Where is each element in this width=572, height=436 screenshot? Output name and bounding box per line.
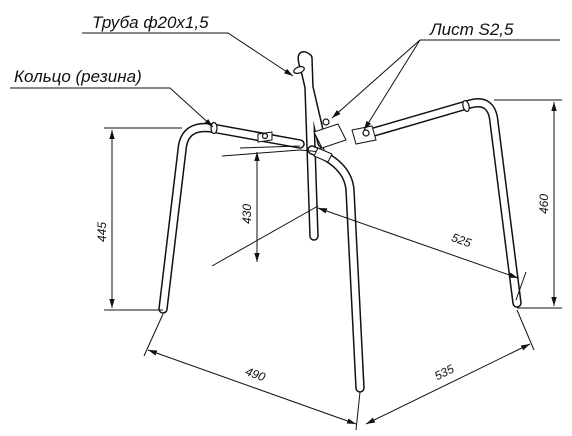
dim-height-right: 460 xyxy=(537,194,551,214)
ring-label: Кольцо (резина) xyxy=(14,67,142,86)
dim-height-center: 430 xyxy=(240,204,254,224)
sheet-leader-2 xyxy=(363,39,421,131)
ring-left xyxy=(210,121,218,135)
ext-490-left xyxy=(143,313,164,357)
ext-525-right xyxy=(515,271,527,301)
ext-535-right xyxy=(516,309,535,351)
callout-leaders xyxy=(10,32,560,131)
tube-label-underline xyxy=(82,32,294,77)
right-leg-tube-inner xyxy=(356,99,521,307)
lower-cross-bar xyxy=(221,149,323,157)
dim-diag-top: 525 xyxy=(450,230,474,250)
ext-490-right xyxy=(355,391,361,431)
dim-front-left: 490 xyxy=(244,364,268,384)
dim-height-left: 445 xyxy=(95,222,109,242)
dimline-525 xyxy=(317,207,519,279)
sheet-label: Лист S2,5 xyxy=(429,20,514,39)
left-leg-tube-inner xyxy=(159,124,304,313)
dim-front-right: 535 xyxy=(432,362,456,384)
dimline-535 xyxy=(365,343,531,425)
plate-center xyxy=(313,123,347,149)
ring-back xyxy=(293,66,305,74)
bolt-center xyxy=(322,118,330,126)
ring-right xyxy=(462,100,470,112)
ring-label-underline xyxy=(10,87,214,128)
ext-430-top xyxy=(239,145,301,149)
ext-430-bottom xyxy=(211,205,319,267)
back-leg-tube-inner xyxy=(298,52,326,240)
bolt-right xyxy=(362,129,370,137)
bolt-left xyxy=(261,132,269,140)
dimline-490 xyxy=(147,349,357,425)
dimension-lines xyxy=(104,99,562,431)
steel-plates xyxy=(257,118,377,163)
plate-front xyxy=(313,147,333,163)
tube-label: Труба ф20х1,5 xyxy=(92,13,209,32)
sheet-leader-1 xyxy=(331,39,421,119)
